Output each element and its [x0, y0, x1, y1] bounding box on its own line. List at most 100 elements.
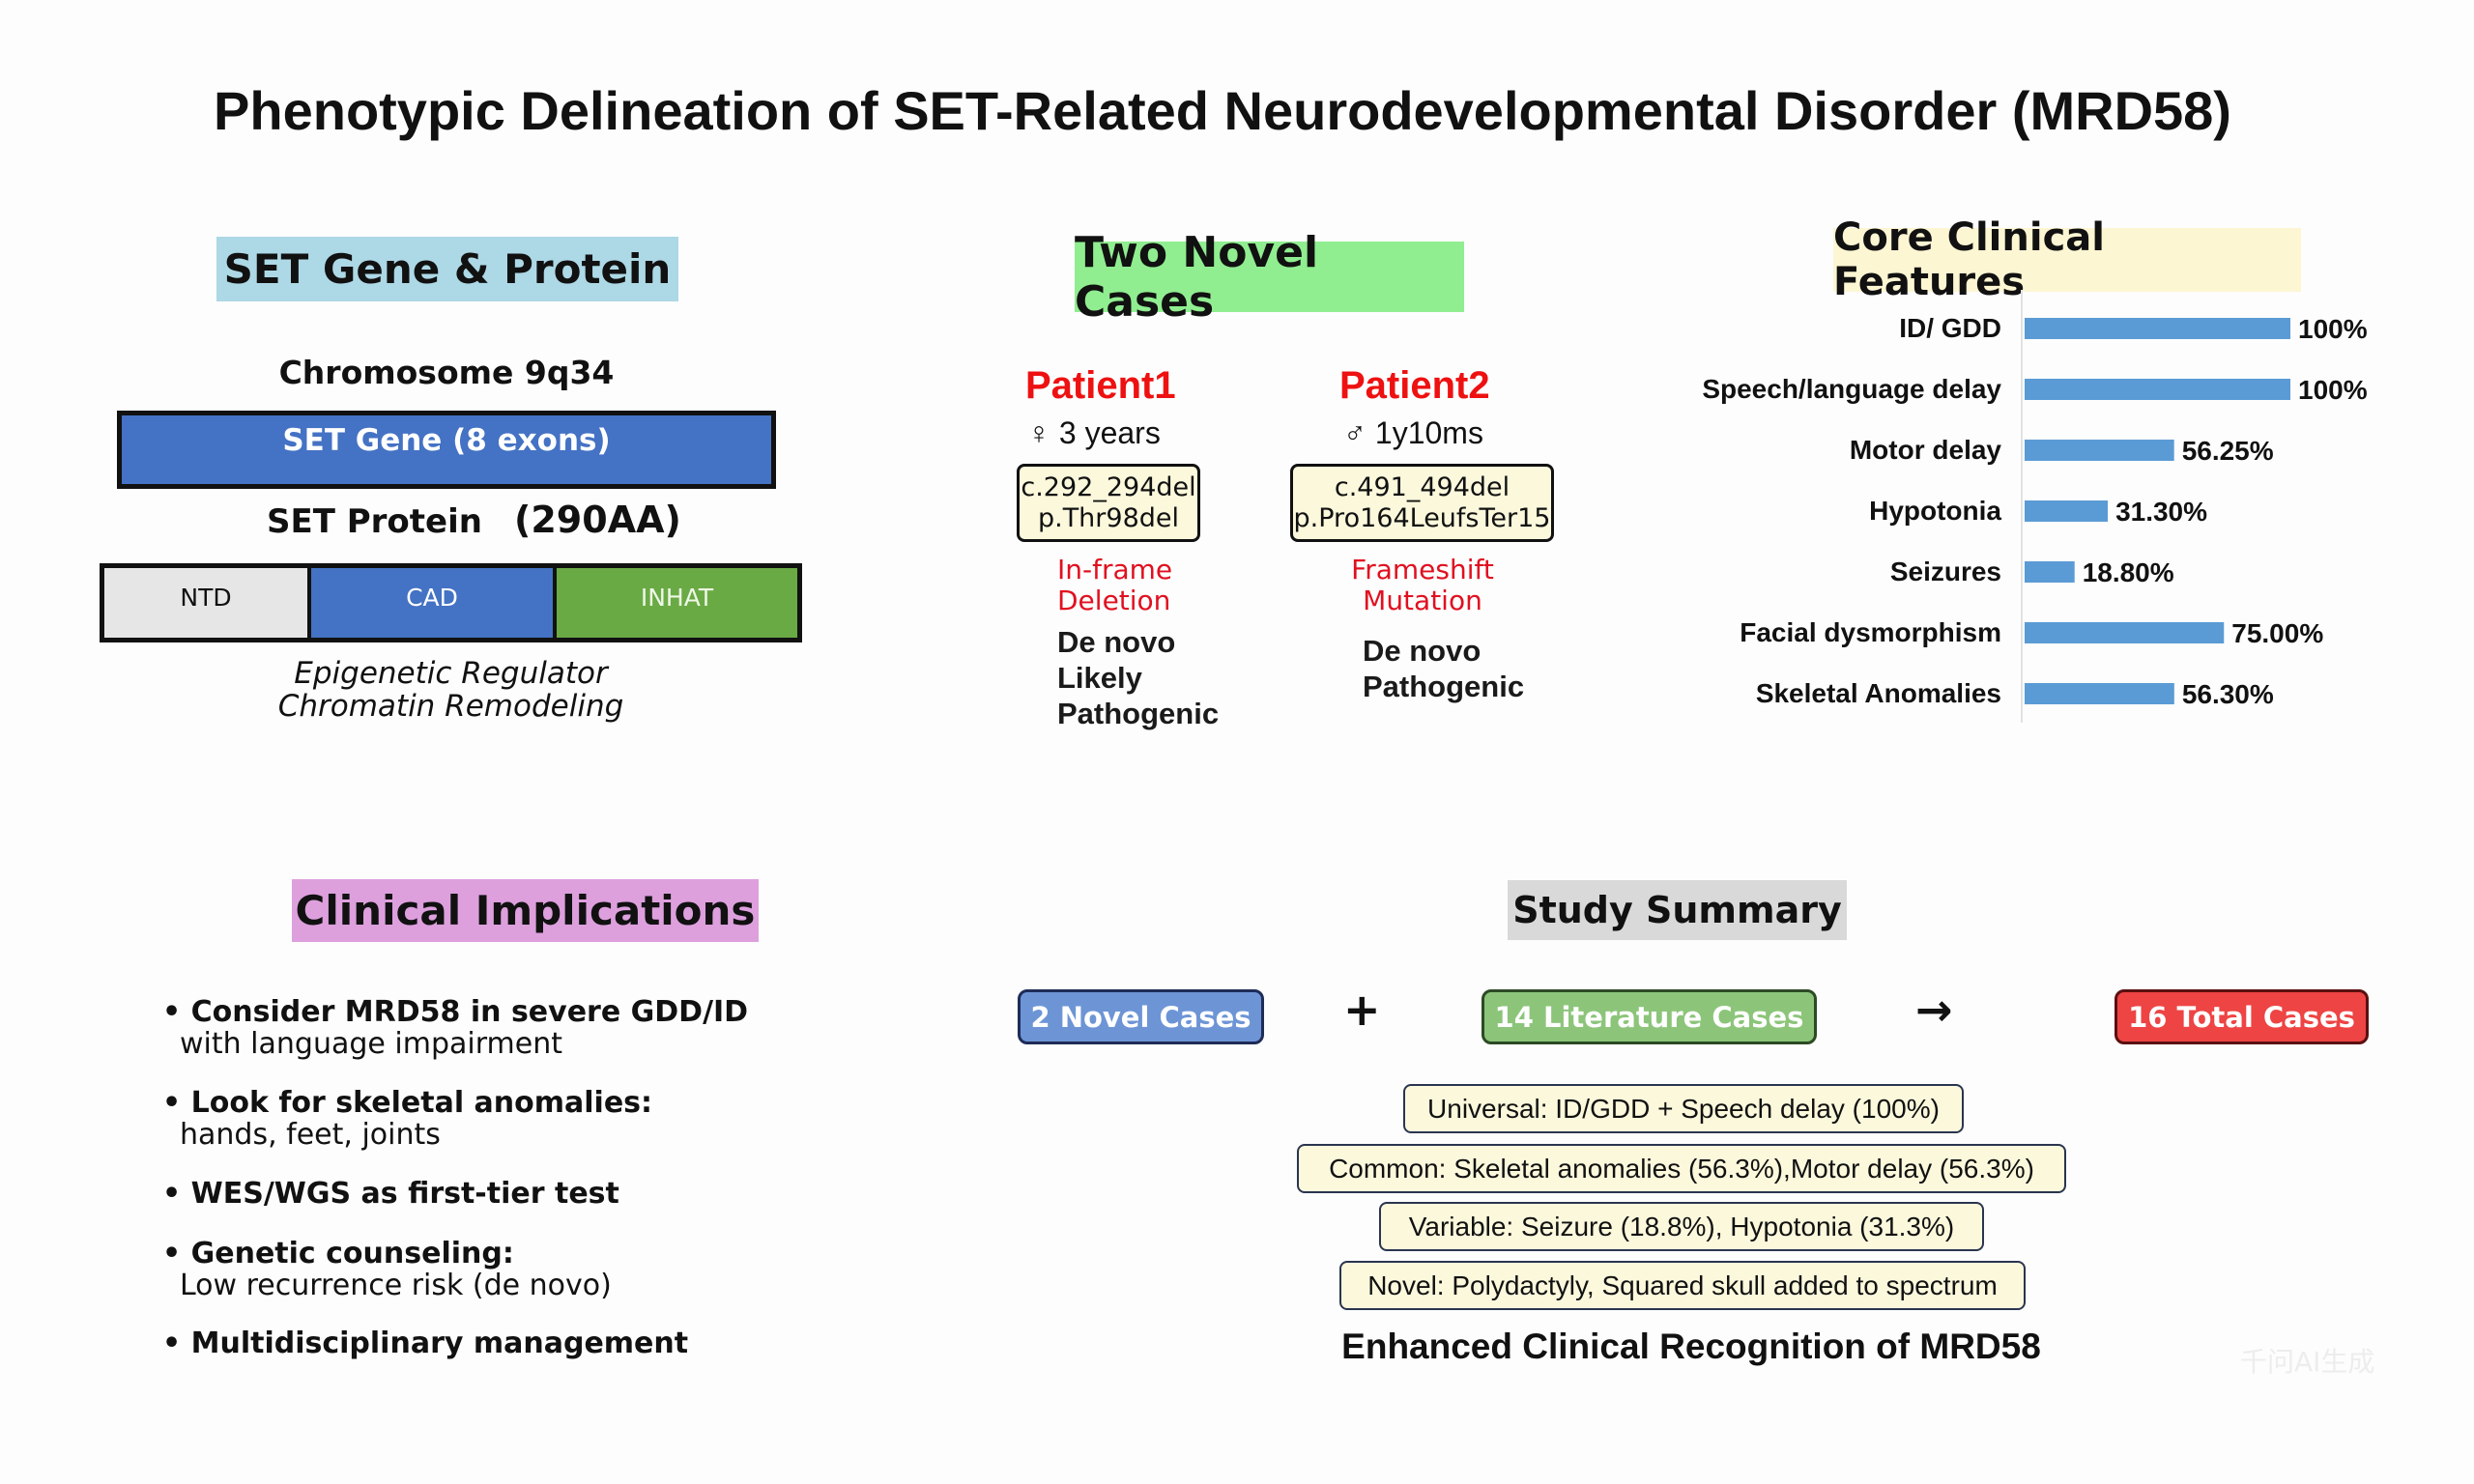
bar-value-label: 56.30%: [2182, 679, 2274, 709]
bar: [2025, 318, 2290, 339]
domain-inhat-label: INHAT: [640, 584, 714, 612]
features-section-header: Core Clinical Features: [1833, 215, 2301, 304]
implication-item: • WES/WGS as first-tier test: [162, 1178, 858, 1210]
bar: [2025, 683, 2174, 704]
implication-item: • Consider MRD58 in severe GDD/ID with l…: [162, 996, 858, 1060]
bar: [2025, 622, 2225, 643]
classification-line: De novo: [1363, 634, 1482, 668]
gene-section-header: SET Gene & Protein: [216, 237, 678, 301]
bar-category-label: Seizures: [1890, 556, 2001, 586]
watermark: 千问AI生成: [2240, 1346, 2375, 1378]
novel-cases-badge: 2 Novel Cases: [1018, 989, 1264, 1044]
mutation-type-line: Deletion: [1057, 585, 1171, 616]
gene-section-header-label: SET Gene & Protein: [223, 245, 672, 293]
implication-item: • Multidisciplinary management: [162, 1327, 858, 1359]
domain-cad-label: CAD: [406, 584, 458, 612]
patient2-variant-box: c.491_494del p.Pro164LeufsTer15: [1290, 464, 1554, 542]
finding-text: Variable: Seizure (18.8%), Hypotonia (31…: [1408, 1211, 1955, 1241]
protein-function: Epigenetic Regulator Chromatin Remodelin…: [100, 657, 802, 723]
implication-item: • Genetic counseling: Low recurrence ris…: [162, 1238, 858, 1301]
literature-cases-label: 14 Literature Cases: [1494, 1000, 1804, 1034]
summary-section-header: Study Summary: [1508, 880, 1847, 940]
classification-line: De novo: [1057, 625, 1176, 659]
finding-text: Common: Skeletal anomalies (56.3%),Motor…: [1329, 1153, 2034, 1184]
bar-category-label: Speech/language delay: [1702, 374, 2001, 404]
implication-detail: with language impairment: [180, 1027, 562, 1061]
domain-ntd-label: NTD: [180, 584, 232, 612]
domain-cad: CAD: [311, 568, 553, 638]
male-icon: ♂: [1343, 415, 1366, 450]
finding-variable: Variable: Seizure (18.8%), Hypotonia (31…: [1379, 1202, 1984, 1251]
chromosome-label: Chromosome 9q34: [278, 354, 615, 391]
function-line: Chromatin Remodeling: [277, 689, 624, 724]
implication-heading-text: WES/WGS as first-tier test: [190, 1177, 619, 1211]
mutation-type-line: Frameshift: [1351, 554, 1494, 585]
implication-heading: • Look for skeletal anomalies:: [162, 1086, 653, 1120]
mutation-type-line: Mutation: [1363, 585, 1482, 616]
total-cases-label: 16 Total Cases: [2128, 1000, 2355, 1034]
gene-box-label: SET Gene (8 exons): [282, 423, 611, 458]
patient2-name: Patient2: [1339, 364, 1490, 407]
patient1-age: 3 years: [1058, 415, 1161, 450]
bar-value-label: 100%: [2298, 375, 2368, 405]
classification-line: Pathogenic: [1057, 697, 1220, 730]
implications-section-header-label: Clinical Implications: [295, 887, 756, 934]
patient1-mutation-type: In-frame Deletion: [1057, 555, 1172, 616]
literature-cases-badge: 14 Literature Cases: [1482, 989, 1817, 1044]
implication-detail: hands, feet, joints: [180, 1118, 441, 1152]
patient1-protein-change: p.Thr98del: [1037, 502, 1180, 533]
classification-line: Pathogenic: [1363, 670, 1525, 703]
bar-category-label: ID/ GDD: [1899, 313, 2001, 343]
bar-value-label: 75.00%: [2231, 618, 2323, 648]
bar-category-label: Hypotonia: [1869, 496, 2001, 526]
bar-category-label: Facial dysmorphism: [1740, 617, 2001, 647]
implication-heading-text: Look for skeletal anomalies:: [190, 1086, 653, 1120]
novel-cases-label: 2 Novel Cases: [1030, 1000, 1251, 1034]
summary-section-header-label: Study Summary: [1512, 889, 1842, 931]
implication-heading: • WES/WGS as first-tier test: [162, 1177, 619, 1211]
mutation-type-line: In-frame: [1057, 554, 1173, 585]
plus-icon: +: [1343, 984, 1381, 1036]
features-section-header-label: Core Clinical Features: [1833, 215, 2105, 304]
finding-novel: Novel: Polydactyly, Squared skull added …: [1339, 1261, 2026, 1310]
protein-length: (290AA): [514, 499, 681, 541]
bar-value-label: 18.80%: [2083, 557, 2174, 587]
finding-text: Novel: Polydactyly, Squared skull added …: [1367, 1270, 1998, 1300]
implication-heading-text: Consider MRD58 in severe GDD/ID: [190, 995, 749, 1029]
classification-line: Likely: [1057, 661, 1142, 695]
protein-domain-bar: NTD CAD INHAT: [100, 563, 802, 642]
domain-inhat: INHAT: [557, 568, 797, 638]
bar: [2025, 561, 2075, 583]
bar-value-label: 31.30%: [2115, 497, 2207, 527]
implication-heading: • Genetic counseling:: [162, 1237, 514, 1270]
implications-section-header: Clinical Implications: [292, 879, 759, 942]
implication-heading: • Multidisciplinary management: [162, 1327, 689, 1360]
patient2-protein-change: p.Pro164LeufsTer15: [1293, 502, 1551, 533]
bar: [2025, 379, 2290, 400]
cases-section-header: Two Novel Cases: [1075, 228, 1464, 327]
total-cases-badge: 16 Total Cases: [2114, 989, 2369, 1044]
patient2-age: 1y10ms: [1374, 415, 1483, 450]
conclusion-text: Enhanced Clinical Recognition of MRD58: [1341, 1327, 2041, 1366]
implication-heading-text: Multidisciplinary management: [190, 1327, 689, 1360]
patient1-demographics: ♀ 3 years: [1027, 415, 1161, 451]
patient1-variant-box: c.292_294del p.Thr98del: [1017, 464, 1200, 542]
domain-ntd: NTD: [104, 568, 307, 638]
patient2-mutation-type: Frameshift Mutation: [1350, 555, 1495, 616]
cases-section-header-label: Two Novel Cases: [1075, 227, 1319, 327]
function-line: Epigenetic Regulator: [294, 656, 608, 691]
page-title: Phenotypic Delineation of SET-Related Ne…: [214, 80, 2231, 141]
implication-heading: • Consider MRD58 in severe GDD/ID: [162, 995, 749, 1029]
bar-value-label: 100%: [2298, 314, 2368, 344]
finding-text: Universal: ID/GDD + Speech delay (100%): [1427, 1093, 1940, 1124]
female-icon: ♀: [1027, 415, 1050, 450]
patient1-name: Patient1: [1025, 364, 1176, 407]
finding-common: Common: Skeletal anomalies (56.3%),Motor…: [1297, 1144, 2066, 1193]
gene-box: SET Gene (8 exons): [117, 411, 776, 489]
implication-detail: Low recurrence risk (de novo): [180, 1269, 612, 1302]
patient2-demographics: ♂ 1y10ms: [1343, 415, 1483, 451]
bar-category-label: Skeletal Anomalies: [1756, 678, 2001, 708]
arrow-right-icon: →: [1915, 984, 1953, 1036]
bar-value-label: 56.25%: [2182, 436, 2274, 466]
